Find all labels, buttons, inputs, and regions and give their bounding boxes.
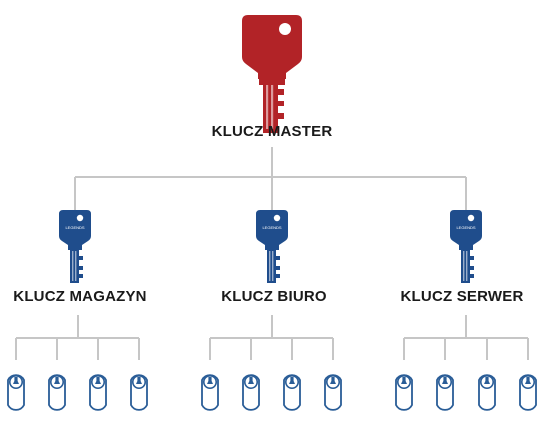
group-key-serwer-icon <box>450 210 482 283</box>
master-key-label: KLUCZ MASTER <box>211 123 333 140</box>
lock-cylinder-icon <box>519 374 537 411</box>
lock-cylinder-icon <box>324 374 342 411</box>
lock-cylinder-icon <box>7 374 25 411</box>
key-engraving-text: LEGENDS <box>456 225 475 230</box>
lock-cylinder-icon <box>48 374 66 411</box>
key-engraving-text: LEGENDS <box>262 225 281 230</box>
lock-cylinder-icon <box>395 374 413 411</box>
lock-cylinder-icon <box>130 374 148 411</box>
group-label-magazyn: KLUCZ MAGAZYN <box>13 288 147 305</box>
group-label-biuro: KLUCZ BIURO <box>221 288 327 305</box>
key-engraving-text: LEGENDS <box>65 225 84 230</box>
group-label-serwer: KLUCZ SERWER <box>400 288 524 305</box>
lock-cylinder-icon <box>242 374 260 411</box>
lock-cylinder-icon <box>283 374 301 411</box>
group-key-magazyn-icon <box>59 210 91 283</box>
group-key-biuro-icon <box>256 210 288 283</box>
lock-cylinder-icon <box>478 374 496 411</box>
lock-cylinder-icon <box>436 374 454 411</box>
red-master-key-icon <box>242 15 302 133</box>
lock-cylinder-icon <box>201 374 219 411</box>
lock-cylinder-icon <box>89 374 107 411</box>
